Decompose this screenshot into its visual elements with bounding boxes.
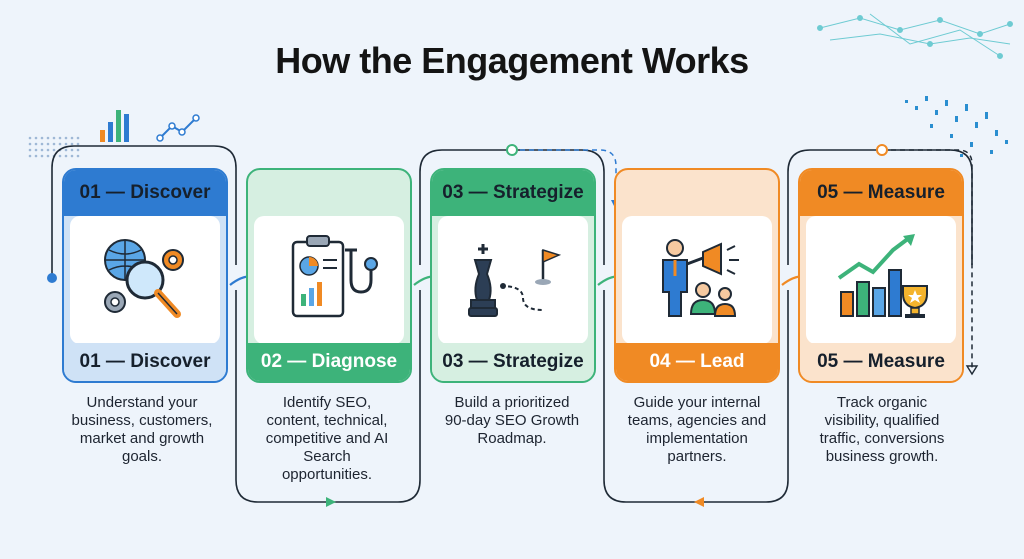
- decor-dot: [64, 148, 68, 152]
- clipboard-stethoscope-icon: [291, 235, 378, 318]
- decor-dot: [46, 142, 50, 146]
- decor-dot: [46, 148, 50, 152]
- decor-dot: [28, 142, 32, 146]
- chess-king-flag-icon: [468, 244, 562, 317]
- decor-dot: [64, 136, 68, 140]
- decor-dot: [76, 136, 80, 140]
- decor-dot: [46, 154, 50, 158]
- decor-dot: [70, 154, 74, 158]
- step-description: Guide your internal teams, agencies and …: [607, 394, 787, 466]
- decor-dot: [52, 148, 56, 152]
- description-line: Roadmap.: [477, 430, 547, 447]
- step-header: [616, 170, 778, 216]
- triangle-marker-2: [694, 497, 704, 507]
- node-dot-3: [876, 144, 888, 156]
- description-line: partners.: [667, 448, 727, 465]
- decor-dot: [40, 136, 44, 140]
- decor-dot: [58, 154, 62, 158]
- bar-chart-decoration: [100, 110, 200, 142]
- description-line: traffic, conversions: [819, 430, 945, 447]
- growth-chart-trophy-icon: [837, 234, 928, 318]
- description-line: 90-day SEO Growth: [444, 412, 580, 429]
- description-line: implementation: [646, 430, 748, 447]
- decor-dot: [52, 142, 56, 146]
- description-line: opportunities.: [281, 466, 373, 483]
- decor-dot: [34, 154, 38, 158]
- decor-dot: [76, 154, 80, 158]
- decor-dot: [70, 148, 74, 152]
- description-line: business growth.: [825, 448, 939, 465]
- page-title: How the Engagement Works: [275, 40, 749, 81]
- step-card-discover: 01 — Discover 01 — Discover: [62, 168, 228, 383]
- decor-dot: [28, 136, 32, 140]
- description-line: market and growth: [79, 430, 205, 447]
- decor-dot: [28, 148, 32, 152]
- step-description: Track organic visibility, qualified traf…: [792, 394, 972, 466]
- decor-dot: [28, 154, 32, 158]
- description-line: competitive and AI: [265, 430, 389, 447]
- dashed-connector-1: [520, 149, 617, 205]
- step-illustration-panel: [622, 216, 772, 344]
- triangle-marker-1: [326, 497, 336, 507]
- node-dot-2: [506, 144, 518, 156]
- decor-dot: [34, 136, 38, 140]
- decor-dot: [52, 136, 56, 140]
- step-illustration-panel: [438, 216, 588, 344]
- step-illustration-panel: [70, 216, 220, 344]
- decor-dot: [64, 142, 68, 146]
- description-line: Track organic: [836, 394, 928, 411]
- decor-dot: [64, 154, 68, 158]
- step-header: 03 — Strategize: [432, 170, 594, 216]
- decor-dot: [76, 142, 80, 146]
- description-line: Understand your: [86, 394, 198, 411]
- description-line: Search: [303, 448, 351, 465]
- node-dot-1: [47, 273, 57, 283]
- description-line: Guide your internal: [633, 394, 761, 411]
- description-line: Identify SEO,: [282, 394, 372, 411]
- dashed-connector-2: [882, 149, 973, 368]
- decor-dot: [70, 136, 74, 140]
- step-footer: 02 — Diagnose: [248, 343, 410, 381]
- step-header: 05 — Measure: [800, 170, 962, 216]
- step-description: Identify SEO, content, technical, compet…: [237, 394, 417, 484]
- decor-dot: [40, 142, 44, 146]
- step-header: [248, 170, 410, 216]
- description-line: business, customers,: [71, 412, 213, 429]
- dots-decoration-left: [28, 136, 80, 158]
- decor-dot: [58, 136, 62, 140]
- step-footer: 01 — Discover: [64, 343, 226, 381]
- description-line: goals.: [121, 448, 163, 465]
- step-illustration-panel: [806, 216, 956, 344]
- description-line: visibility, qualified: [824, 412, 940, 429]
- description-line: content, technical,: [266, 412, 388, 429]
- decor-dot: [46, 136, 50, 140]
- step-footer: 04 — Lead: [616, 343, 778, 381]
- step-description: Understand your business, customers, mar…: [52, 394, 232, 466]
- decor-dot: [58, 142, 62, 146]
- step-description: Build a prioritized 90-day SEO Growth Ro…: [422, 394, 602, 448]
- decor-dot: [34, 148, 38, 152]
- decor-dot: [34, 142, 38, 146]
- decor-dot: [40, 148, 44, 152]
- step-card-measure: 05 — Measure 05 — Measure: [798, 168, 964, 383]
- step-card-diagnose: 02 — Diagnose: [246, 168, 412, 383]
- decor-dot: [40, 154, 44, 158]
- step-header: 01 — Discover: [64, 170, 226, 216]
- dots-decoration-right: [905, 96, 1008, 157]
- step-footer: 05 — Measure: [800, 343, 962, 381]
- step-footer: 03 — Strategize: [432, 343, 594, 381]
- step-illustration-panel: [254, 216, 404, 344]
- description-line: teams, agencies and: [627, 412, 767, 429]
- step-card-lead: 04 — Lead: [614, 168, 780, 383]
- globe-magnifier-gears-icon: [104, 239, 184, 318]
- description-line: Build a prioritized: [454, 394, 570, 411]
- decor-dot: [70, 142, 74, 146]
- presenter-megaphone-icon: [662, 239, 739, 317]
- step-card-strategize: 03 — Strategize 03 — Strategize: [430, 168, 596, 383]
- arrowhead-down-2: [965, 365, 979, 376]
- decor-dot: [76, 148, 80, 152]
- network-decoration: [817, 13, 1013, 59]
